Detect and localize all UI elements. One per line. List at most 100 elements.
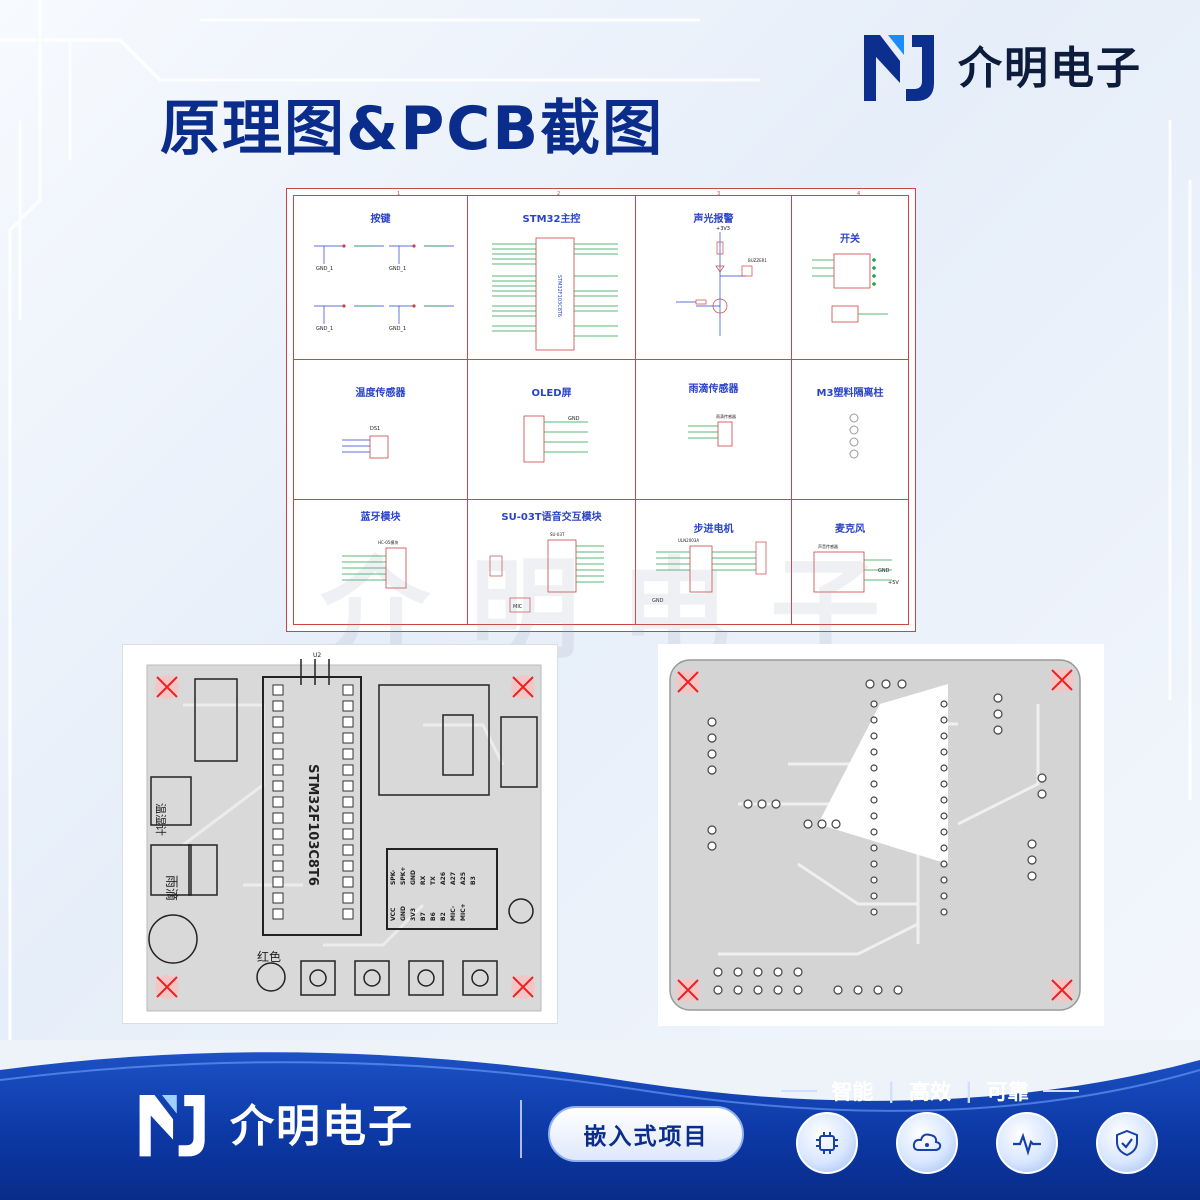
tagline-line-left xyxy=(781,1090,818,1092)
svg-text:GND: GND xyxy=(410,870,417,885)
footer-brand-name: 介明电子 xyxy=(230,1101,414,1152)
schematic-cell-motor: 步进电机 ULN2003A GND xyxy=(636,500,792,624)
cell-title-mic: 麦克风 xyxy=(835,524,865,535)
rain-part-label: 雨滴传感器 xyxy=(716,413,736,419)
pcb-bottom-holes xyxy=(676,668,1074,1002)
mic-circuit: 声音传感器 GND +5V xyxy=(813,543,899,593)
schematic-cell-bluetooth: 蓝牙模块 HC-05模块 xyxy=(294,500,468,624)
standoff-circuit xyxy=(849,413,859,459)
switch-circuit xyxy=(812,253,888,323)
tagline: 智能 | 高效 | 可靠 xyxy=(760,1074,1100,1108)
cell-title-switch: 开关 xyxy=(840,234,860,245)
svg-text:3: 3 xyxy=(717,191,720,197)
pcb-mcu-outline xyxy=(262,676,362,936)
bluetooth-circuit: HC-05模块 xyxy=(342,539,407,589)
pcb-bottom-board xyxy=(669,659,1081,1011)
pulse-icon xyxy=(996,1112,1058,1174)
cell-title-motor: 步进电机 xyxy=(693,524,734,535)
pcb-red-led-label: 红色 xyxy=(257,949,281,964)
tagline-separator: | xyxy=(887,1079,895,1103)
svg-text:B6: B6 xyxy=(430,912,437,921)
svg-text:GND_1: GND_1 xyxy=(389,326,406,332)
category-pill: 嵌入式项目 xyxy=(548,1106,744,1162)
tagline-efficient: 高效 xyxy=(909,1080,951,1104)
mcu-circuit: STM32F103C8T6 xyxy=(492,237,618,351)
cell-title-keys: 按键 xyxy=(370,214,391,225)
pcb-top-board: STM32F103C8T6 U2 温湿计 雨滴 红色 VCC GND 3V3 B… xyxy=(146,652,542,1012)
pcb-temp-label: 温湿计 xyxy=(154,803,167,836)
schematic-cell-switch: 开关 xyxy=(792,196,908,360)
svg-text:GND: GND xyxy=(400,906,407,921)
tagline-separator: | xyxy=(965,1079,973,1103)
vcc-label: +3V3 xyxy=(716,226,730,232)
svg-text:MIC+: MIC+ xyxy=(460,903,467,921)
footer-divider xyxy=(520,1100,522,1158)
voice-circuit: SU-03T MIC xyxy=(489,532,604,613)
footer-logo-icon xyxy=(139,1095,205,1157)
brand-header: 介明电子 xyxy=(858,18,1188,110)
svg-text:SPK+: SPK+ xyxy=(400,867,407,885)
page-title: 原理图&PCB截图 xyxy=(160,94,665,164)
svg-text:GND_1: GND_1 xyxy=(389,266,406,272)
schematic-cell-rain: 雨滴传感器 雨滴传感器 xyxy=(636,360,792,500)
tagline-line-right xyxy=(1042,1090,1079,1092)
temp-circuit: DS1 xyxy=(342,426,389,459)
brand-name: 介明电子 xyxy=(958,43,1142,94)
circuit-decoration xyxy=(0,0,1192,1060)
chip-icon xyxy=(796,1112,858,1174)
su03-label: SU-03T xyxy=(550,532,565,537)
tagline-reliable: 可靠 xyxy=(986,1080,1029,1104)
cell-title-standoff: M3塑料隔离柱 xyxy=(816,388,884,399)
plus5v-label: +5V xyxy=(888,580,899,586)
gnd-label: GND xyxy=(652,598,664,604)
pcb-su03-pins: VCC GND 3V3 B7 B6 B2 MIC- MIC+ SPK- SPK+… xyxy=(390,867,477,921)
svg-text:1: 1 xyxy=(397,191,400,197)
svg-text:B2: B2 xyxy=(440,912,447,921)
oled-circuit: GND xyxy=(523,415,588,463)
svg-text:3V3: 3V3 xyxy=(410,908,417,921)
cell-title-rain: 雨滴传感器 xyxy=(688,384,739,395)
cell-title-mcu: STM32主控 xyxy=(522,214,581,225)
pcb-rain-label: 雨滴 xyxy=(163,875,179,901)
svg-text:RX: RX xyxy=(420,875,427,885)
pcb-top-view: STM32F103C8T6 U2 温湿计 雨滴 红色 VCC GND 3V3 B… xyxy=(122,644,558,1024)
cloud-icon xyxy=(896,1112,958,1174)
svg-text:SPK-: SPK- xyxy=(390,869,397,885)
bt-part-label: HC-05模块 xyxy=(378,539,398,545)
alarm-circuit: +3V3 BUZZER1 xyxy=(676,226,767,336)
cell-title-oled: OLED屏 xyxy=(531,388,572,399)
motor-driver-label: ULN2003A xyxy=(678,538,699,543)
cell-title-alarm: 声光报警 xyxy=(693,214,734,225)
pcb-u2-label: U2 xyxy=(313,652,321,659)
svg-text:GND_1: GND_1 xyxy=(316,326,333,332)
svg-text:TX: TX xyxy=(430,876,437,885)
shield-check-icon xyxy=(1096,1112,1158,1174)
svg-text:2: 2 xyxy=(557,191,560,197)
cell-title-bluetooth: 蓝牙模块 xyxy=(360,512,401,523)
banner-wave xyxy=(0,1040,1200,1112)
svg-text:B7: B7 xyxy=(420,912,427,921)
schematic-cell-alarm: 声光报警 +3V3 BUZZER1 xyxy=(636,196,792,360)
cell-title-voice: SU-03T语音交互模块 xyxy=(501,512,602,523)
motor-circuit: ULN2003A GND xyxy=(652,538,767,604)
schematic-cell-mcu: STM32主控 STM32F103C8T6 xyxy=(468,196,636,360)
mounting-holes xyxy=(155,675,535,999)
tagline-smart: 智能 xyxy=(831,1080,874,1104)
pcb-mcu-label: STM32F103C8T6 xyxy=(305,764,320,886)
mcu-chip-label: STM32F103C8T6 xyxy=(556,275,562,317)
cell-title-temp: 温度传感器 xyxy=(355,388,406,399)
brand-logo-icon xyxy=(864,35,934,101)
svg-text:VCC: VCC xyxy=(390,907,397,921)
svg-text:A26: A26 xyxy=(440,872,447,885)
schematic-cell-standoff: M3塑料隔离柱 xyxy=(792,360,908,500)
pcb-bottom-view xyxy=(658,644,1104,1026)
svg-text:A27: A27 xyxy=(450,872,457,885)
buzzer-label: BUZZER1 xyxy=(748,258,767,263)
svg-text:B3: B3 xyxy=(470,876,477,885)
footer-brand: 介明电子 xyxy=(134,1082,414,1162)
key-gnd-label: GND_1 xyxy=(316,266,333,272)
